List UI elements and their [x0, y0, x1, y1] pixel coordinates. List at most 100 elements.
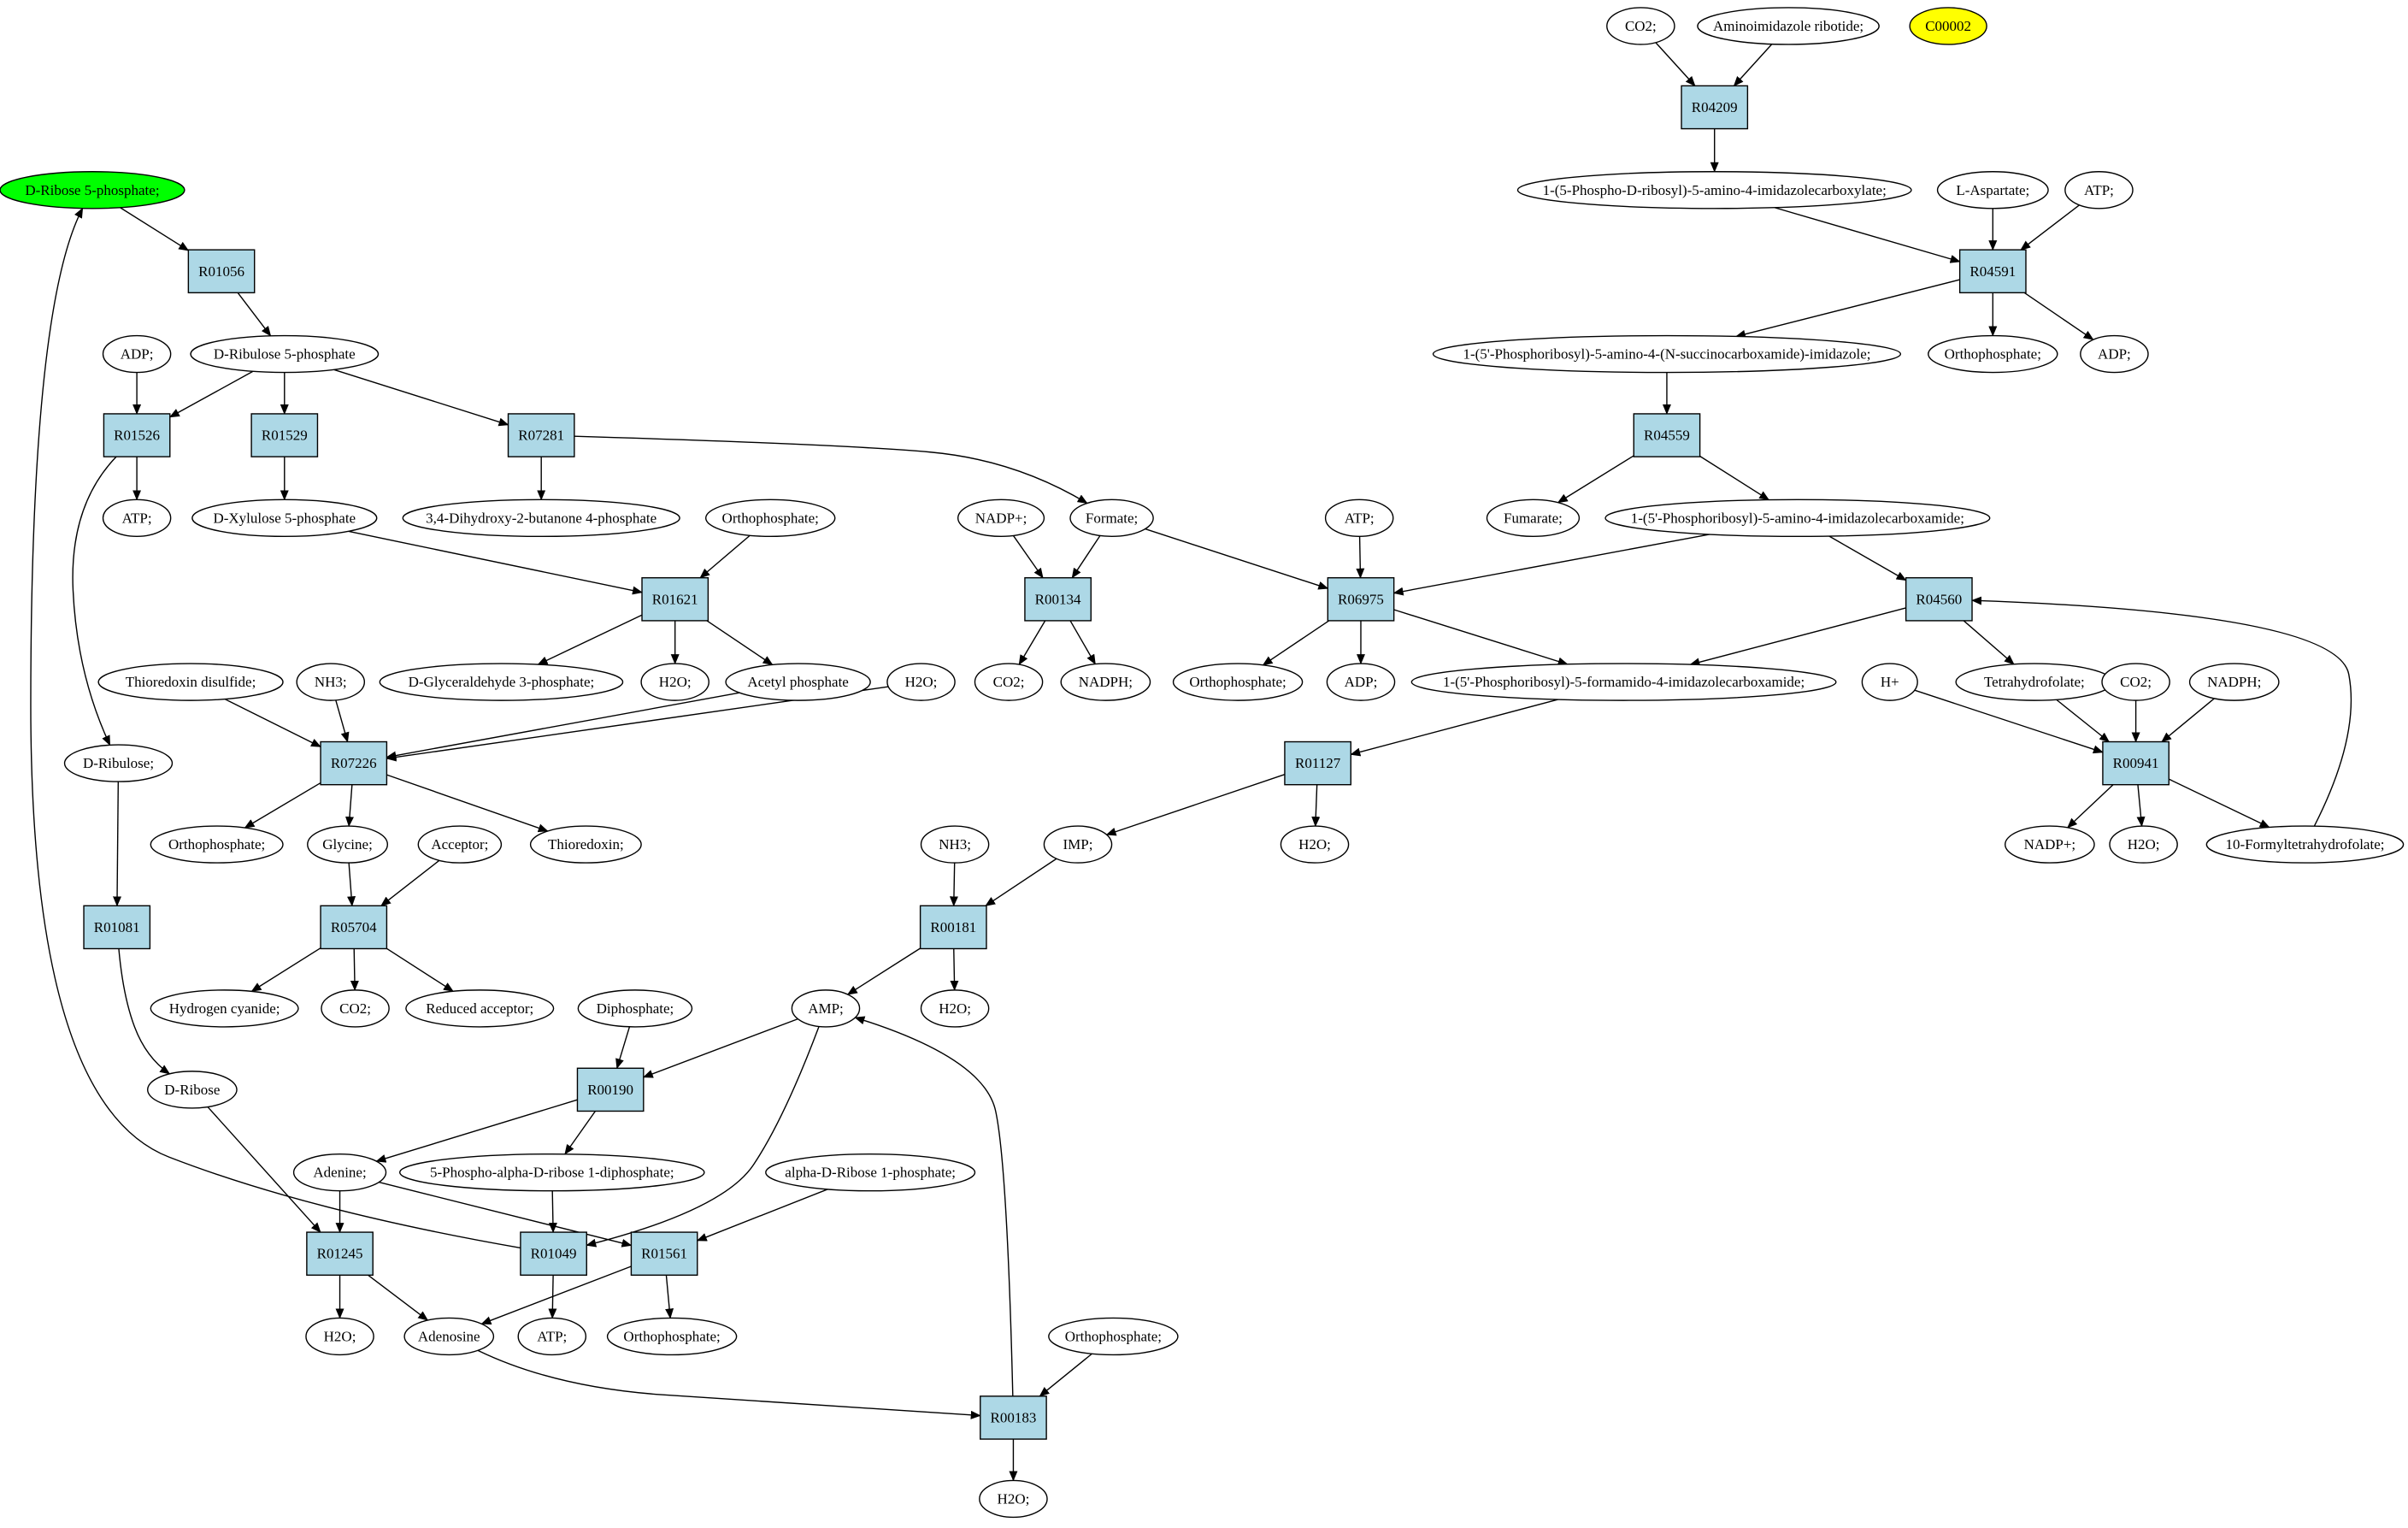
edge-r05704-to-hydrogen-cyanide — [250, 947, 321, 992]
node-label: R04560 — [1916, 591, 1962, 607]
node-shape — [305, 1317, 374, 1356]
node-shape — [1604, 499, 1991, 538]
metabolite-node-d-xylulose-5p: D-Xylulose 5-phosphate — [191, 499, 378, 538]
node-shape — [920, 989, 990, 1028]
metabolite-node-h2o-r00181: H2O; — [920, 989, 990, 1028]
node-label: CO2; — [993, 674, 1025, 690]
node-label: H2O; — [1298, 836, 1331, 852]
node-shape — [1172, 663, 1304, 701]
node-shape — [1024, 577, 1092, 622]
node-label: R01056 — [198, 263, 244, 280]
edge-r00134-to-nadph-r00134 — [1069, 620, 1096, 665]
node-shape — [2064, 171, 2134, 209]
node-shape — [379, 663, 624, 701]
metabolite-node-adenosine: Adenosine — [403, 1317, 495, 1356]
metabolite-node-thioredoxin: Thioredoxin; — [529, 825, 642, 864]
node-shape — [0, 171, 185, 209]
node-shape — [1928, 334, 2058, 374]
metabolite-node-orthophosphate-r01621: Orthophosphate; — [704, 499, 836, 538]
node-label: R05704 — [331, 919, 377, 935]
edge-d-ribose-5p-to-r01056 — [120, 207, 190, 251]
node-shape — [1060, 663, 1151, 701]
node-shape — [520, 1231, 587, 1276]
node-label: R01526 — [114, 428, 160, 444]
node-shape — [292, 1153, 387, 1192]
edge-r00941-to-nadp-r00941 — [2067, 784, 2114, 829]
node-label: Acceptor; — [431, 836, 488, 852]
node-label: R01245 — [317, 1246, 363, 1262]
metabolite-node-atp-left: ATP; — [102, 499, 172, 538]
reaction-node-r06975: R06975 — [1327, 577, 1395, 622]
edge-h-plus-to-r00941 — [1914, 689, 2104, 754]
node-shape — [2102, 740, 2170, 786]
node-shape — [2101, 663, 2170, 701]
edge-r04591-to-adp-r04591 — [2023, 292, 2094, 340]
node-label: Orthophosphate; — [1189, 674, 1286, 690]
metabolite-node-formate: Formate; — [1069, 499, 1154, 538]
reaction-node-r00134: R00134 — [1024, 577, 1092, 622]
metabolite-node-succinocarboxamide: 1-(5'-Phosphoribosyl)-5-amino-4-(N-succi… — [1432, 334, 1902, 374]
node-label: Adenosine — [418, 1328, 480, 1344]
node-label: L-Aspartate; — [1956, 182, 2029, 198]
node-label: Fumarate; — [1504, 510, 1563, 526]
node-label: Acetyl phosphate — [747, 674, 849, 690]
metabolite-node-reduced-acceptor: Reduced acceptor; — [405, 989, 555, 1028]
node-label: R00190 — [587, 1082, 633, 1098]
metabolite-node-co2-top: CO2; — [1606, 7, 1675, 45]
node-label: Thioredoxin; — [548, 836, 624, 852]
edge-r00134-to-co2-r00134 — [1018, 620, 1046, 666]
edge-r00183-to-amp — [854, 1016, 1014, 1396]
edge-aminoimidazole-ribotide-to-r04209 — [1733, 44, 1773, 87]
node-label: Hydrogen cyanide; — [169, 1000, 280, 1017]
node-label: D-Ribose — [164, 1082, 220, 1098]
metabolite-node-acceptor: Acceptor; — [417, 825, 503, 864]
edge-r01081-to-d-ribose — [118, 948, 171, 1075]
metabolite-node-aicar: 1-(5'-Phosphoribosyl)-5-amino-4-imidazol… — [1604, 499, 1991, 538]
edge-r00941-to-h2o-r00941 — [2136, 784, 2146, 828]
edge-co2-top-to-r04209 — [1655, 42, 1696, 87]
node-shape — [83, 905, 151, 950]
node-shape — [1410, 663, 1837, 701]
node-label: R01621 — [652, 591, 698, 607]
node-label: R00183 — [991, 1409, 1037, 1425]
node-shape — [2205, 825, 2405, 864]
node-shape — [320, 740, 388, 786]
metabolite-node-glycine: Glycine; — [307, 825, 389, 864]
metabolite-node-d-ribose-5p: D-Ribose 5-phosphate; — [0, 171, 185, 209]
metabolite-node-formyl-thf: 10-Formyltetrahydrofolate; — [2205, 825, 2405, 864]
edge-prpp-to-r01049 — [548, 1190, 557, 1234]
reaction-node-r04209: R04209 — [1681, 85, 1749, 130]
node-label: R06975 — [1338, 591, 1384, 607]
metabolite-node-nadph-r00941: NADPH; — [2188, 663, 2280, 701]
reaction-node-r05704: R05704 — [320, 905, 388, 950]
node-label: NH3; — [939, 836, 971, 852]
node-shape — [403, 1317, 495, 1356]
edge-formyl-thf-to-r04560 — [1971, 596, 2352, 827]
metabolite-node-nh3-r07226: NH3; — [296, 663, 366, 701]
node-shape — [296, 663, 366, 701]
edge-r04559-to-fumarate — [1557, 455, 1634, 504]
node-shape — [725, 663, 871, 701]
metabolite-node-l-aspartate: L-Aspartate; — [1936, 171, 2049, 209]
reaction-node-r04559: R04559 — [1633, 413, 1701, 457]
node-label: IMP; — [1063, 836, 1093, 852]
node-label: ATP; — [537, 1328, 567, 1344]
metabolite-node-imp: IMP; — [1043, 825, 1113, 864]
node-label: 1-(5'-Phosphoribosyl)-5-amino-4-imidazol… — [1631, 510, 1964, 526]
metabolite-node-h2o-r00183: H2O; — [979, 1479, 1048, 1519]
edge-ribose-1p-to-r01561 — [696, 1189, 828, 1242]
metabolite-node-orthophosphate-r00183: Orthophosphate; — [1048, 1317, 1179, 1356]
node-label: NH3; — [315, 674, 347, 690]
node-shape — [150, 825, 284, 864]
metabolite-node-nh3-r00181: NH3; — [920, 825, 990, 864]
node-label: D-Ribulose; — [83, 755, 154, 771]
node-label: NADP+; — [975, 510, 1027, 526]
node-label: H2O; — [905, 674, 938, 690]
reaction-node-r04591: R04591 — [1958, 249, 2027, 294]
node-shape — [191, 499, 378, 538]
edge-d-ribulose-to-r01081 — [113, 782, 122, 907]
node-shape — [307, 825, 389, 864]
edge-r01049-to-atp-r01049 — [548, 1275, 557, 1319]
node-shape — [704, 499, 836, 538]
node-label: R01081 — [94, 919, 140, 935]
